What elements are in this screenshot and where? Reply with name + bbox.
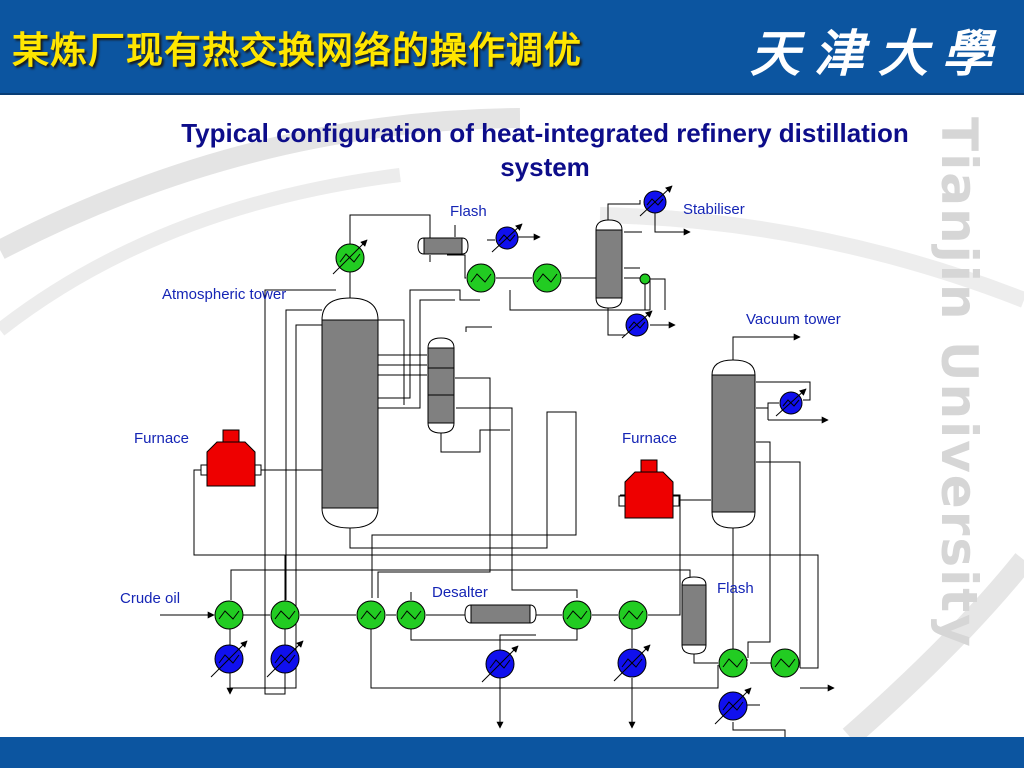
heat-exchanger-icon <box>562 600 592 630</box>
heat-exchanger-icon <box>639 273 651 285</box>
cooler-icon <box>266 640 304 678</box>
label-stabiliser: Stabiliser <box>683 201 745 218</box>
header-bar: 某炼厂现有热交换网络的操作调优 天津大學 <box>0 0 1024 95</box>
label-vacuum-tower: Vacuum tower <box>746 311 841 328</box>
heat-exchanger-icon <box>618 600 648 630</box>
watermark-text: Tianjin University <box>930 117 988 649</box>
heat-exchanger-icon <box>466 263 496 293</box>
side-stripper <box>427 337 455 434</box>
heat-exchanger-icon <box>532 263 562 293</box>
label-desalter: Desalter <box>432 584 488 601</box>
background-decoration <box>0 108 1024 737</box>
slide-title: 某炼厂现有热交换网络的操作调优 <box>12 29 582 72</box>
label-furnace-right: Furnace <box>622 430 678 447</box>
flash-drum-top <box>417 237 469 255</box>
cooler-icon <box>481 645 519 683</box>
heat-exchanger-icon <box>718 648 748 678</box>
label-furnace-left: Furnace <box>134 430 190 447</box>
heat-exchanger-icon <box>332 239 368 275</box>
heat-exchanger-icon <box>396 600 426 630</box>
coolers <box>210 185 807 725</box>
footer-bar <box>0 737 1024 768</box>
heat-exchangers <box>214 239 800 678</box>
diagram-title: Typical configuration of heat-integrated… <box>181 118 909 182</box>
furnace-left <box>200 429 262 487</box>
cooler-icon <box>210 640 248 678</box>
heat-exchanger-icon <box>270 600 300 630</box>
cooler-icon <box>714 687 752 725</box>
heat-exchanger-icon <box>356 600 386 630</box>
label-atmospheric-tower: Atmospheric tower <box>162 286 287 303</box>
atmospheric-tower <box>321 297 379 529</box>
cooler-icon <box>775 388 807 417</box>
stabiliser-column <box>595 219 623 309</box>
flash-drum-bottom <box>681 576 707 655</box>
vacuum-tower <box>711 359 756 529</box>
furnace-right <box>618 459 680 519</box>
cooler-icon <box>491 223 523 253</box>
heat-exchanger-icon <box>214 600 244 630</box>
desalter-vessel <box>464 604 537 624</box>
university-logo: 天津大學 <box>750 24 1006 83</box>
cooler-icon <box>639 185 673 217</box>
cooler-icon <box>621 310 653 339</box>
label-flash-top: Flash <box>450 203 487 220</box>
cooler-icon <box>613 644 651 682</box>
label-crude-oil: Crude oil <box>120 590 181 607</box>
label-flash-bottom: Flash <box>717 580 754 597</box>
heat-exchanger-icon <box>770 648 800 678</box>
